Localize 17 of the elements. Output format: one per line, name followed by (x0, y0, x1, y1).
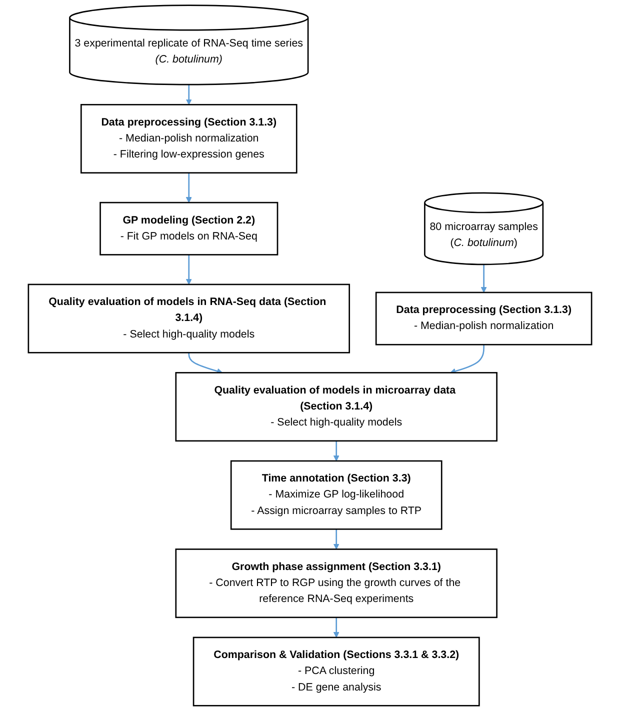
node-box: Quality evaluation of models in RNA-Seq data (Section 3.1.4) - Select high-quality models (28, 284, 350, 354)
arrow (333, 440, 340, 462)
arrow (333, 617, 340, 638)
node-box: Data preprocessing (Section 3.1.3) - Median-polish normalization - Filtering low-expression genes (80, 104, 298, 174)
node-box: Time annotation (Section 3.3) - Maximize GP log-likelihood - Assign microarray samples to RTP (230, 460, 442, 530)
arrow (333, 529, 340, 550)
arrow (186, 254, 192, 285)
node-box: Quality evaluation of models in microarray data (Section 3.1.4) - Select high-quality models (175, 372, 498, 442)
arrow (186, 172, 192, 203)
arrow (188, 352, 223, 374)
node-box: Growth phase assignment (Section 3.3.1) - Convert RTP to RGP using the growth curves of the reference RNA-Seq experiments (175, 548, 498, 618)
node-box: Data preprocessing (Section 3.1.3) - Median-polish normalization (375, 292, 592, 346)
arrow (450, 344, 484, 374)
arrow (480, 264, 487, 293)
arrow (186, 84, 192, 105)
node-box: Comparison & Validation (Sections 3.3.1 & 3.3.2) - PCA clustering - DE gene analysis (192, 636, 480, 706)
node-box: GP modeling (Section 2.2) - Fit GP models on RNA-Seq (100, 202, 278, 256)
